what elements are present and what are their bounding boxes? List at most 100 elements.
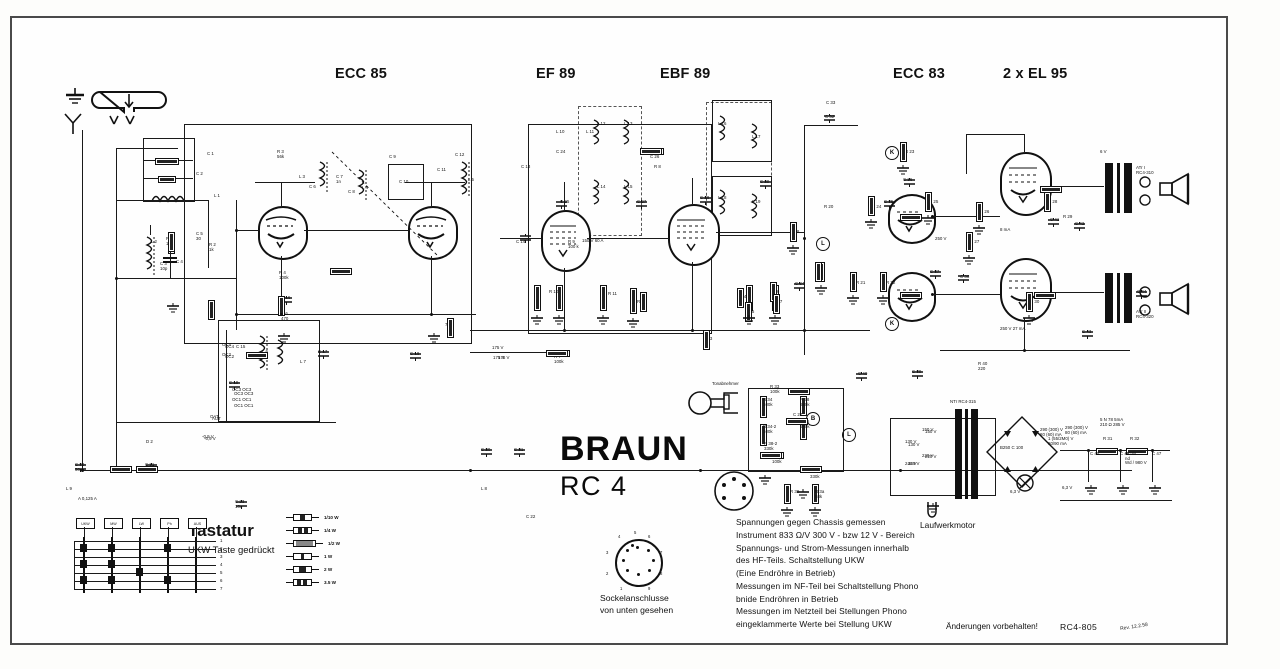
resistor-symbol <box>640 148 662 155</box>
model-name: RC 4 <box>560 471 628 501</box>
capacitor-symbol <box>700 192 711 210</box>
component-label: R 23 <box>905 149 915 154</box>
note-line-1: Instrument 833 Ω/V 300 V - bzw 12 V - Be… <box>736 529 915 540</box>
key-lw[interactable]: LW <box>132 518 151 529</box>
tube-ebf89-internals <box>672 210 712 261</box>
resistor-r10 <box>556 285 563 311</box>
socket-pin-label-9: 9 <box>648 586 651 591</box>
wire-junction <box>81 469 84 472</box>
mains-transformer <box>954 408 982 505</box>
component-label: L 14 <box>597 184 606 189</box>
key-aus[interactable]: AUS <box>188 518 207 529</box>
note-line-0: Spannungen gegen Chassis gemessen <box>736 517 886 527</box>
tube-el95-upper-internals <box>1004 158 1044 211</box>
component-label: L 11 <box>586 129 595 134</box>
coil-l4 <box>355 168 369 209</box>
component-label: R 10 <box>549 289 559 294</box>
note-line-6: bnide Endröhren in Betrieb <box>736 593 839 604</box>
component-label: 130 V <box>908 442 920 447</box>
component-label: 220 V <box>925 454 937 459</box>
label-psu-taps-150: 150 V <box>922 427 934 432</box>
matrix-row-2: 2 <box>220 546 223 551</box>
pickup-cartridge-symbol <box>688 388 744 427</box>
label-psu-taps-220: 220 V <box>922 453 934 458</box>
coil-l13 <box>620 118 634 157</box>
capacitor-symbol <box>930 266 941 284</box>
switch-label-aut: OAT <box>210 414 219 419</box>
component-label: L 7 <box>300 359 306 364</box>
tube-ecc85-right-internals <box>412 212 450 257</box>
ground-symbol <box>921 212 935 230</box>
psu-outline <box>890 418 996 496</box>
legend-row-0: 1/10 W <box>286 514 339 521</box>
component-label: C 45 <box>1090 451 1100 456</box>
component-label: L 12 <box>597 121 606 126</box>
dipole-antenna-symbol <box>88 86 170 133</box>
ground-symbol <box>896 162 910 180</box>
chassis-ground-symbol <box>60 86 90 117</box>
key-ph[interactable]: Ph <box>160 518 179 529</box>
key-mw[interactable]: MW <box>104 518 123 529</box>
component-label: 175 V <box>493 355 505 360</box>
motor-label: Laufwerkmotor <box>920 520 976 530</box>
switch-label-oc1: OC1 OC1 <box>232 397 252 402</box>
note-line-2: Spannungs- und Strom-Messungen innerhalb <box>736 542 910 553</box>
resistor-symbol <box>136 466 158 473</box>
wire-junction <box>931 293 934 296</box>
ground-symbol <box>864 216 878 234</box>
matrix-row-7: 7 <box>220 586 223 591</box>
coil-l7 <box>274 338 288 379</box>
resistor-r32 <box>1126 448 1148 455</box>
component-label: L 10 <box>556 129 565 134</box>
legend-label-5: 3.5 W <box>324 580 336 585</box>
tube-el95-lower-internals <box>1004 264 1044 317</box>
resistor-r12 <box>630 288 637 314</box>
component-label: L 17 <box>752 134 761 139</box>
antenna-symbol <box>60 113 86 135</box>
tube-ef89 <box>541 210 591 272</box>
tube-ecc83-lower-internals <box>892 278 928 319</box>
ground-symbol <box>962 252 976 270</box>
socket-pin-label-4: 4 <box>618 534 621 539</box>
component-label: R 31 <box>1103 436 1113 441</box>
component-label: R 27 <box>970 239 980 244</box>
tube-label-ebf89: EBF 89 <box>660 66 711 82</box>
wire-junction <box>803 237 806 240</box>
wire-junction <box>931 215 934 218</box>
socket-pin-label-5: 5 <box>634 530 637 535</box>
label-175v: 175 V <box>492 345 504 350</box>
wire-junction <box>899 469 902 472</box>
capacitor-symbol <box>958 270 969 288</box>
tube-label-ecc85: ECC 85 <box>335 66 387 82</box>
keyboard-matrix: UKW MW LW Ph AUS 1 2 3 4 <box>72 518 262 593</box>
component-label: -0,9 V <box>204 436 216 441</box>
ground-symbol <box>808 504 822 522</box>
resistor-symbol <box>900 292 922 299</box>
key-ukw[interactable]: UKW <box>76 518 95 529</box>
resistor-symbol <box>900 142 907 162</box>
tube-ecc83-lower <box>888 272 936 322</box>
tube-ecc85-right <box>408 206 458 260</box>
rf-tuner-box <box>143 138 195 202</box>
output-transformer-2 <box>1104 272 1134 329</box>
socket-pin-label-1: 1 <box>620 586 623 591</box>
coil-l1 <box>150 190 190 208</box>
label-psu-taps-240: 240 V <box>905 461 917 466</box>
capacitor-symbol <box>410 348 421 366</box>
ground-symbol <box>427 330 441 348</box>
capacitor-symbol <box>636 196 647 214</box>
ground-symbol <box>786 242 800 260</box>
measurement-notes: Spannungen gegen Chassis gemessen Instru… <box>736 516 918 631</box>
label-mains-transformer: NTr RC4-315 <box>950 399 976 404</box>
component-label: AUT <box>212 416 221 421</box>
resistor-r34 <box>760 396 767 418</box>
capacitor-symbol <box>1074 218 1085 236</box>
disclaimer-text: Änderungen vorbehalten! <box>946 622 1038 631</box>
resistor-symbol <box>703 330 710 350</box>
wire-junction <box>1087 449 1090 452</box>
capacitor-symbol <box>912 366 923 384</box>
ground-symbol <box>876 292 890 310</box>
component-label: OC3 OC3 <box>234 391 254 396</box>
